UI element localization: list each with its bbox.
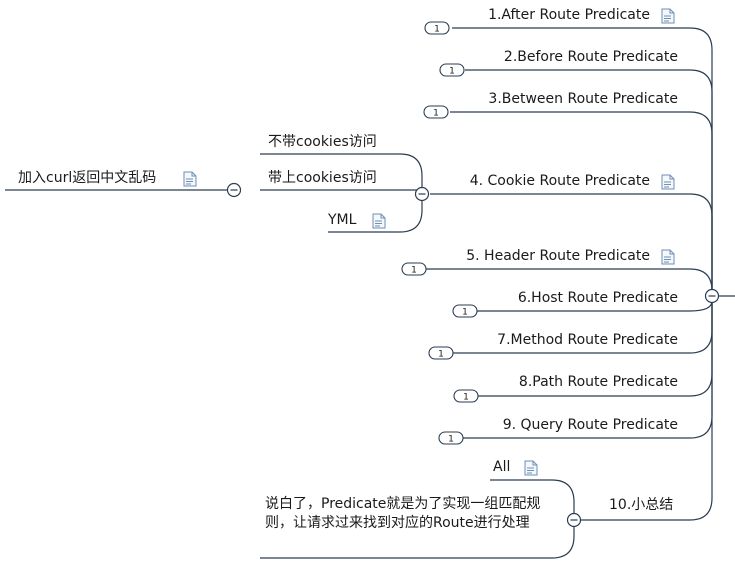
- badge-count: 1: [433, 109, 439, 119]
- note-icon[interactable]: [372, 213, 386, 229]
- branch-query[interactable]: 9. Query Route Predicate: [502, 417, 678, 433]
- badge-count: 1: [463, 393, 469, 403]
- branch-path[interactable]: 8.Path Route Predicate: [518, 374, 678, 390]
- node-with-cookies[interactable]: 带上cookies访问: [268, 170, 377, 186]
- badge-count: 1: [438, 350, 444, 360]
- branch-cookie[interactable]: 4. Cookie Route Predicate: [469, 173, 650, 189]
- branch-method[interactable]: 7.Method Route Predicate: [497, 332, 678, 348]
- branch-after[interactable]: 1.After Route Predicate: [488, 7, 650, 23]
- node-summary-note[interactable]: 说白了，Predicate就是为了实现一组匹配规则，让请求过来找到对应的Rout…: [265, 496, 541, 531]
- branch-header[interactable]: 5. Header Route Predicate: [466, 248, 650, 264]
- node-yml[interactable]: YML: [328, 212, 357, 228]
- expand-badge[interactable]: [401, 262, 427, 276]
- note-icon[interactable]: [661, 249, 675, 265]
- branch-before[interactable]: 2.Before Route Predicate: [503, 49, 678, 65]
- branch-between[interactable]: 3.Between Route Predicate: [488, 91, 678, 107]
- node-all[interactable]: All: [493, 459, 511, 475]
- branch-host[interactable]: 6.Host Route Predicate: [517, 290, 678, 306]
- note-icon[interactable]: [661, 8, 675, 24]
- badge-count: 1: [449, 67, 455, 77]
- expand-badge[interactable]: [453, 389, 479, 403]
- badge-count: 1: [434, 25, 440, 35]
- node-curl-encoding[interactable]: 加入curl返回中文乱码: [18, 170, 157, 186]
- note-icon[interactable]: [524, 460, 538, 476]
- expand-badge[interactable]: [439, 63, 465, 77]
- node-no-cookies[interactable]: 不带cookies访问: [268, 134, 377, 150]
- branch-summary[interactable]: 10.小总结: [609, 497, 674, 513]
- expand-badge[interactable]: [452, 304, 478, 318]
- badge-count: 1: [462, 308, 468, 318]
- expand-badge[interactable]: [438, 431, 464, 445]
- expand-badge[interactable]: [428, 346, 454, 360]
- expand-badge[interactable]: [423, 105, 449, 119]
- note-icon[interactable]: [661, 174, 675, 190]
- expand-badge[interactable]: [424, 21, 450, 35]
- badge-count: 1: [411, 266, 417, 276]
- badge-count: 1: [448, 435, 454, 445]
- note-icon[interactable]: [183, 171, 197, 187]
